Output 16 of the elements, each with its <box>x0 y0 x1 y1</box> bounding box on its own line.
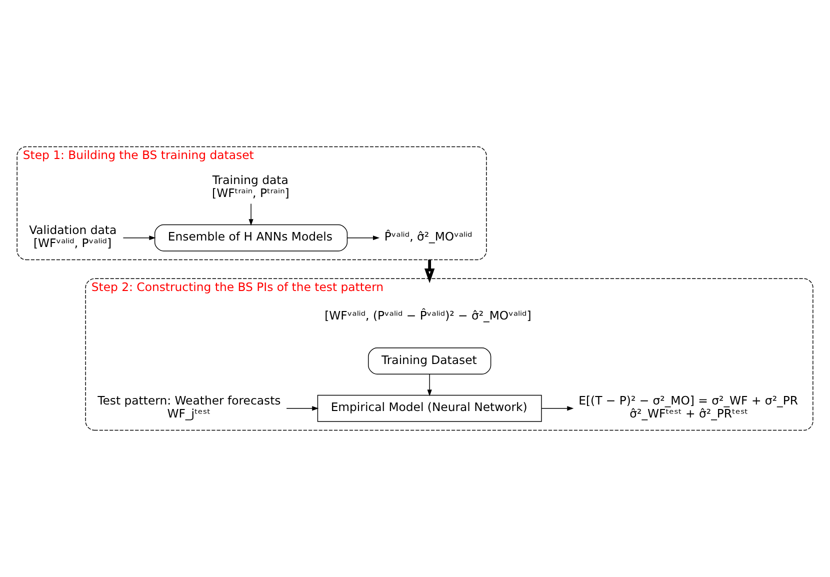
arrow <box>424 260 435 284</box>
node-text: [WFᵛᵃˡⁱᵈ, (Pᵛᵃˡⁱᵈ − P̂ᵛᵃˡⁱᵈ)² − σ̂²_MOᵛᵃˡⁱᵈ] <box>324 308 532 322</box>
node-text: E[(T − P)² − σ²_MO] = σ²_WF + σ²_PR σ̂²_WFᵗᵉˢᵗ + σ̂²_PRᵗᵉˢᵗ <box>578 394 798 421</box>
node-box: Ensemble of H ANNs Models <box>154 224 348 252</box>
node-text: Training data [WFᵗʳᵃⁱⁿ, Pᵗʳᵃⁱⁿ] <box>212 172 290 200</box>
arrow <box>286 406 319 411</box>
node-box: Training Dataset <box>368 348 492 374</box>
node-text: Validation data [WFᵛᵃˡⁱᵈ, Pᵛᵃˡⁱᵈ] <box>29 223 117 250</box>
node-box: Empirical Model (Neural Network) <box>317 394 542 422</box>
arrow <box>122 236 156 240</box>
arrow <box>346 236 380 240</box>
arrow <box>248 203 254 226</box>
arrow <box>541 406 574 411</box>
node-text: Test pattern: Weather forecasts WF_jᵗᵉˢᵗ <box>98 394 281 421</box>
arrow <box>427 374 432 396</box>
node-text: P̂ᵛᵃˡⁱᵈ, σ̂²_MOᵛᵃˡⁱᵈ <box>384 230 472 244</box>
